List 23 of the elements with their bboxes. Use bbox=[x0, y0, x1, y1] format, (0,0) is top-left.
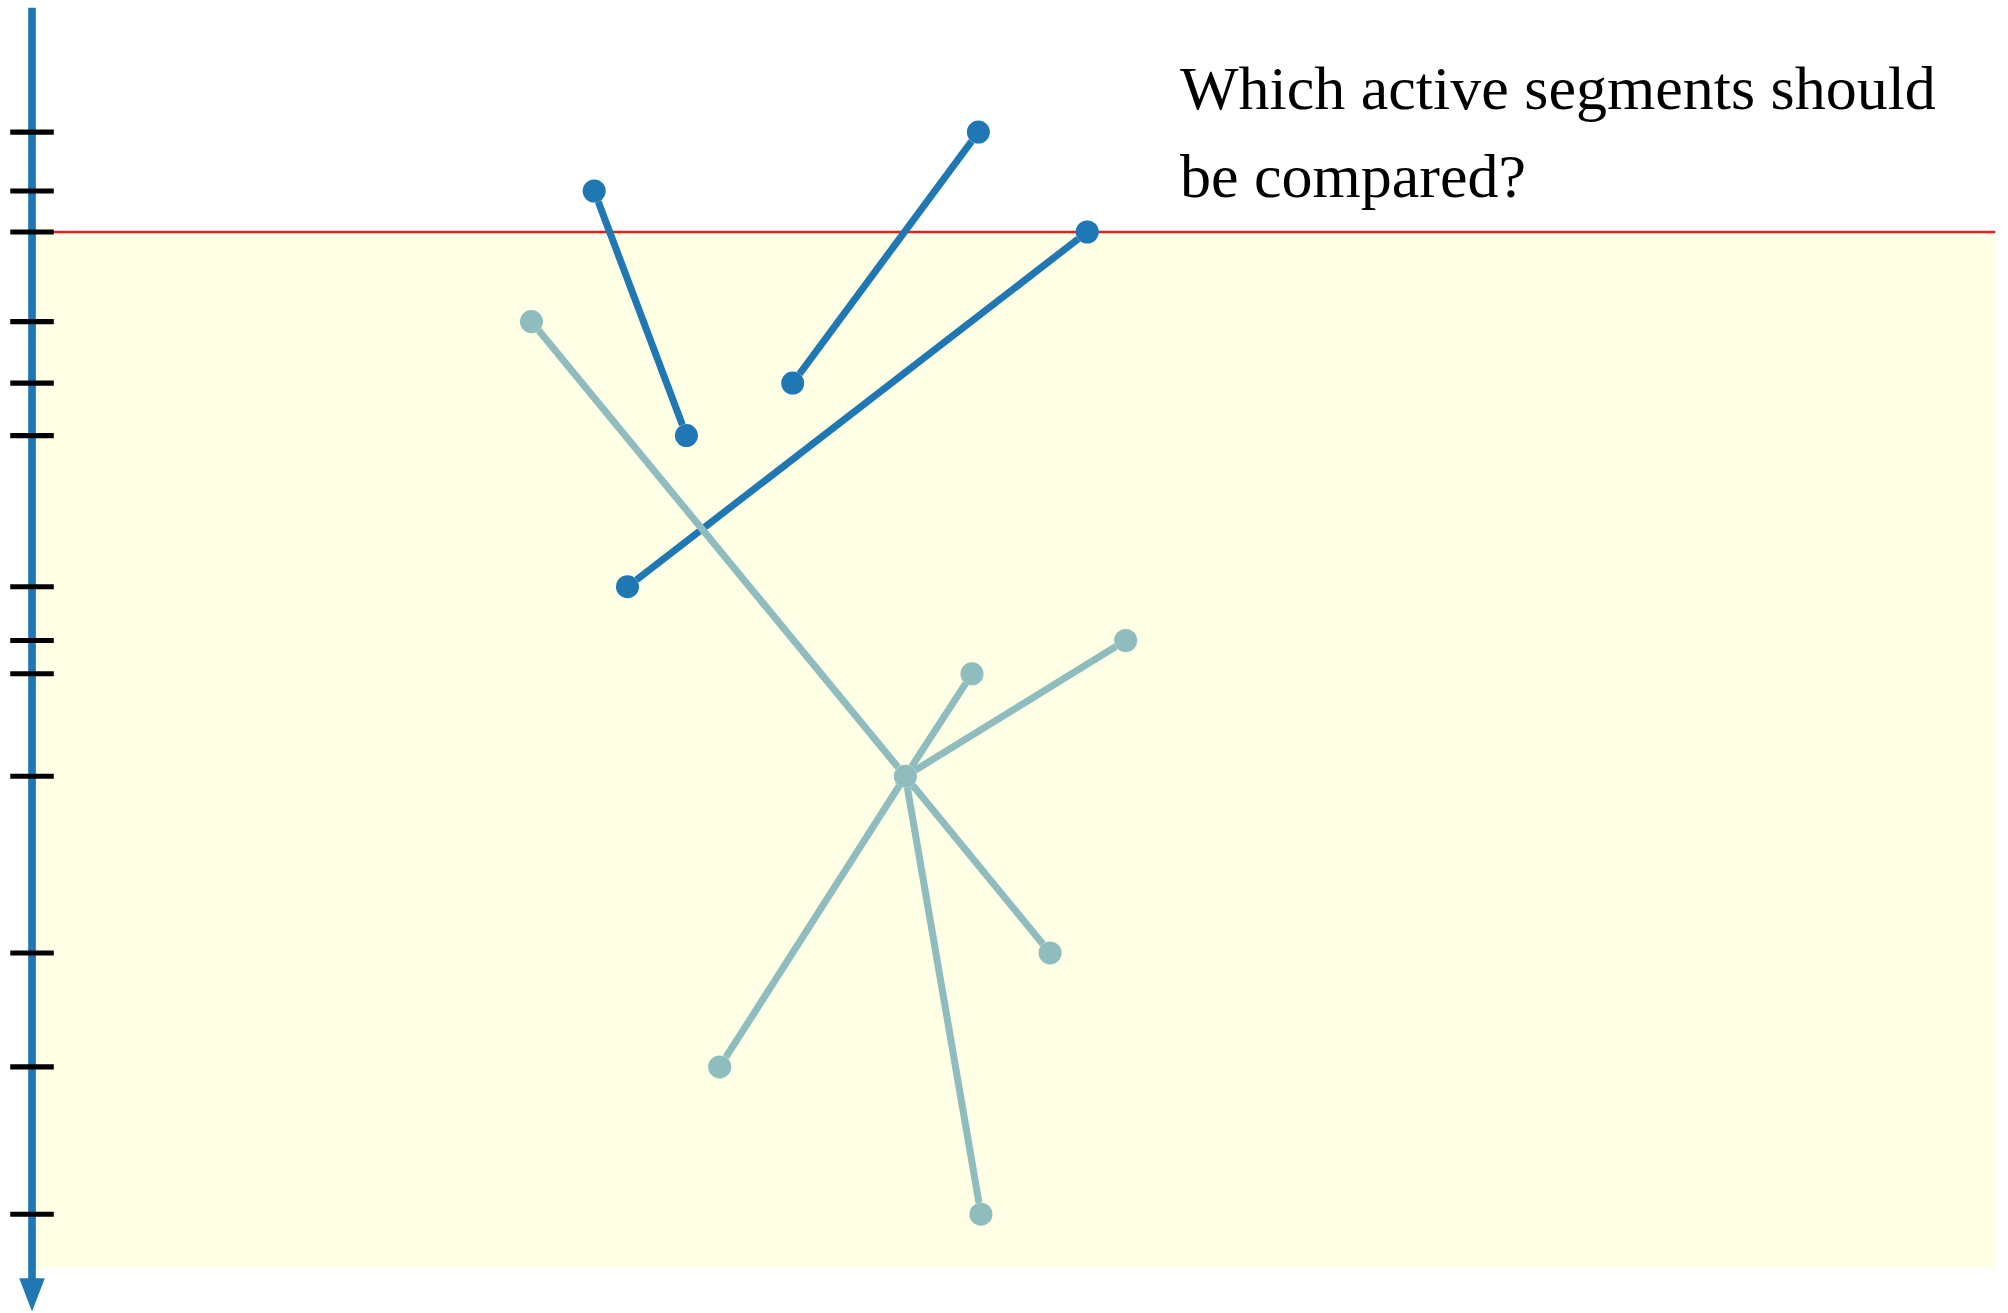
endpoint-dot bbox=[708, 1055, 732, 1079]
endpoint-dot bbox=[615, 575, 640, 599]
line-segment bbox=[903, 787, 983, 1204]
endpoint-dot bbox=[1114, 628, 1138, 652]
endpoint-dot bbox=[1038, 941, 1062, 965]
endpoint-dot bbox=[519, 310, 543, 334]
line-segment bbox=[913, 643, 1118, 774]
line-segment bbox=[909, 782, 1046, 947]
endpoint-dot bbox=[969, 1202, 993, 1226]
endpoint-dot bbox=[966, 120, 990, 144]
line-segment bbox=[908, 681, 969, 769]
question-text: Which active segments should be compared? bbox=[1180, 53, 1937, 212]
endpoint-dot bbox=[781, 371, 805, 395]
endpoint-dot bbox=[674, 424, 698, 448]
endpoint-dot bbox=[1075, 220, 1099, 244]
endpoint-dot bbox=[960, 662, 984, 686]
line-segment bbox=[634, 236, 1081, 583]
endpoint-dot bbox=[582, 179, 606, 203]
line-segment bbox=[594, 200, 686, 427]
line-segment bbox=[536, 328, 901, 770]
line-segment bbox=[796, 139, 975, 376]
line-segment bbox=[722, 784, 903, 1060]
endpoint-dot bbox=[893, 764, 917, 788]
